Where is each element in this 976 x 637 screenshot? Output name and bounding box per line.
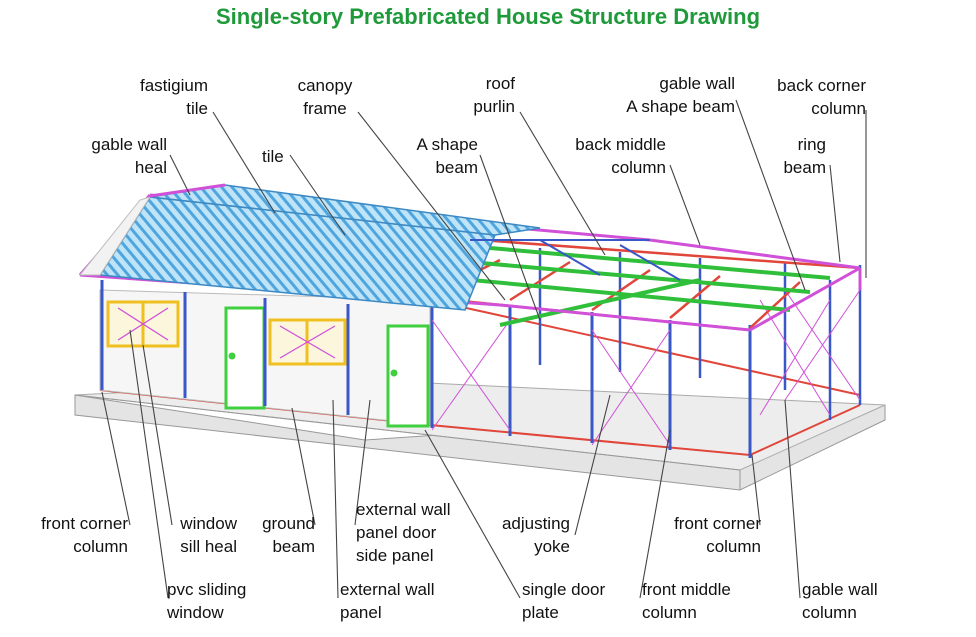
label-external-wall-panel-door-side-panel: external wall panel door side panel xyxy=(356,500,451,565)
front-columns xyxy=(100,280,752,458)
window-cross-brace xyxy=(117,307,336,359)
diagram-title: Single-story Prefabricated House Structu… xyxy=(215,4,761,29)
door-left xyxy=(224,306,266,410)
cross-bracing xyxy=(431,289,861,446)
label-tile: tile xyxy=(262,147,284,166)
roof-purlins xyxy=(449,246,831,327)
roof-tiles xyxy=(78,184,541,311)
canopy-frame xyxy=(470,239,681,281)
leader-lines xyxy=(101,99,867,599)
door-right xyxy=(386,324,430,428)
roof-frame xyxy=(431,238,861,332)
